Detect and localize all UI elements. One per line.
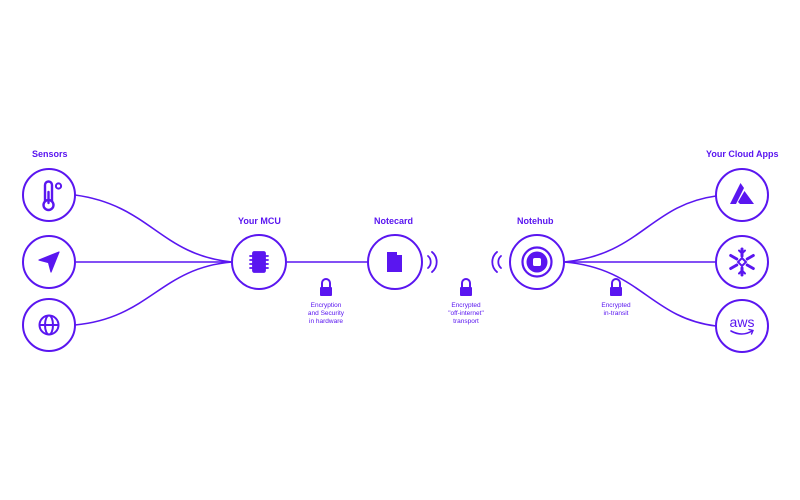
sensor-node-location <box>22 235 76 289</box>
connection-lines <box>74 194 717 327</box>
notehub-node <box>491 234 565 290</box>
notehub-icon <box>521 246 553 278</box>
notecard-icon <box>387 252 402 272</box>
lock-icon <box>460 278 472 296</box>
azure-logo-icon <box>730 183 754 204</box>
line-notehub-to-cloud-1 <box>563 195 717 263</box>
cloud-apps-heading: Your Cloud Apps <box>706 149 779 159</box>
mcu-heading: Your MCU <box>238 216 281 226</box>
mcu-node <box>231 234 287 290</box>
thermometer-icon <box>42 180 63 212</box>
line-sensor-3-to-mcu <box>74 261 233 326</box>
sensor-node-temperature <box>22 168 76 222</box>
line-sensor-1-to-mcu <box>74 194 233 263</box>
notehub-heading: Notehub <box>517 216 554 226</box>
aws-logo-icon: aws <box>730 314 755 335</box>
line-notehub-to-cloud-3 <box>563 261 717 327</box>
navigation-arrow-icon <box>38 251 60 273</box>
transit-encryption-note: Encrypted in-transit <box>601 302 631 317</box>
lock-icon <box>320 278 332 296</box>
globe-icon <box>38 314 60 336</box>
notecard-heading: Notecard <box>374 216 414 226</box>
aws-logo-text: aws <box>730 314 755 330</box>
sensor-node-internet <box>22 298 76 352</box>
cloud-node-aws: aws <box>715 299 769 353</box>
lock-icon <box>610 278 622 296</box>
cloud-node-snowflake <box>715 235 769 289</box>
hardware-encryption-note: Encryption and Security in hardware <box>307 302 345 325</box>
snowflake-logo-icon <box>729 247 755 277</box>
notecard-node <box>367 234 438 290</box>
microchip-icon <box>249 251 269 273</box>
cloud-node-azure <box>715 168 769 222</box>
transport-encryption-note: Encrypted "off-internet" transport <box>448 302 484 325</box>
sensors-heading: Sensors <box>32 149 68 159</box>
wireless-signal-icon <box>491 251 502 273</box>
wireless-signal-icon <box>427 251 438 273</box>
